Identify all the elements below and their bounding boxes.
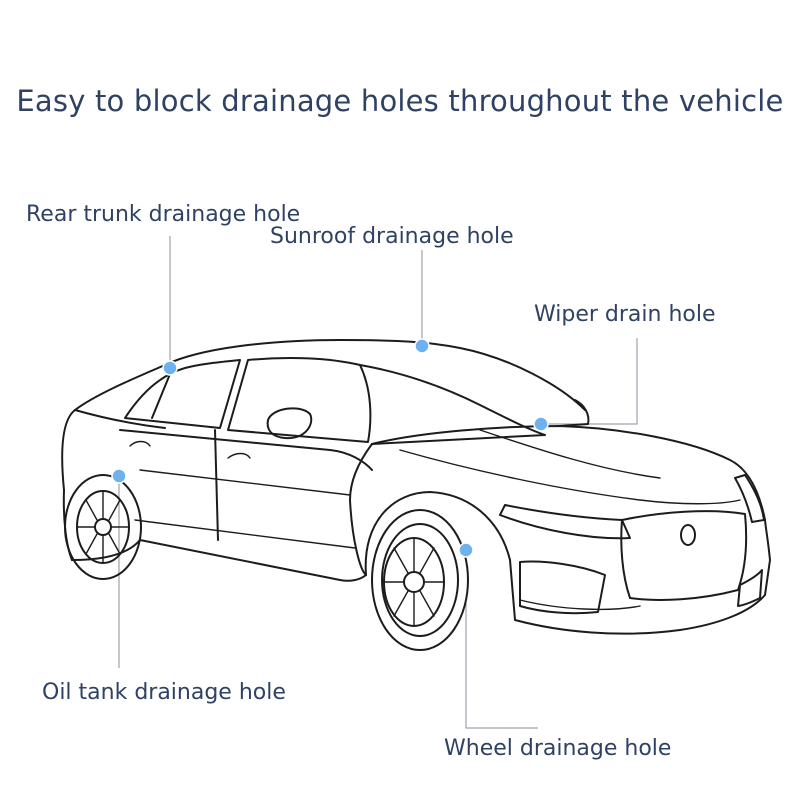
leader-lines xyxy=(118,236,638,729)
label-wiper-drain-hole: Wiper drain hole xyxy=(534,302,716,327)
wiper-drain-dot xyxy=(533,416,549,432)
leader-line-wheel xyxy=(465,550,538,729)
label-rear-trunk-drainage-hole: Rear trunk drainage hole xyxy=(26,202,301,227)
label-oil-tank-drainage-hole: Oil tank drainage hole xyxy=(42,680,286,705)
car-outline xyxy=(61,339,771,651)
oil-tank-drainage-dot xyxy=(111,468,127,484)
sunroof-drainage-dot xyxy=(414,338,430,354)
drainage-hole-markers xyxy=(111,338,549,558)
rear-trunk-drainage-dot xyxy=(162,360,178,376)
wheel-drainage-dot xyxy=(458,542,474,558)
page-title: Easy to block drainage holes throughout … xyxy=(16,84,784,118)
label-sunroof-drainage-hole: Sunroof drainage hole xyxy=(270,224,514,249)
leader-line-wiper xyxy=(541,338,638,425)
label-wheel-drainage-hole: Wheel drainage hole xyxy=(444,736,672,761)
